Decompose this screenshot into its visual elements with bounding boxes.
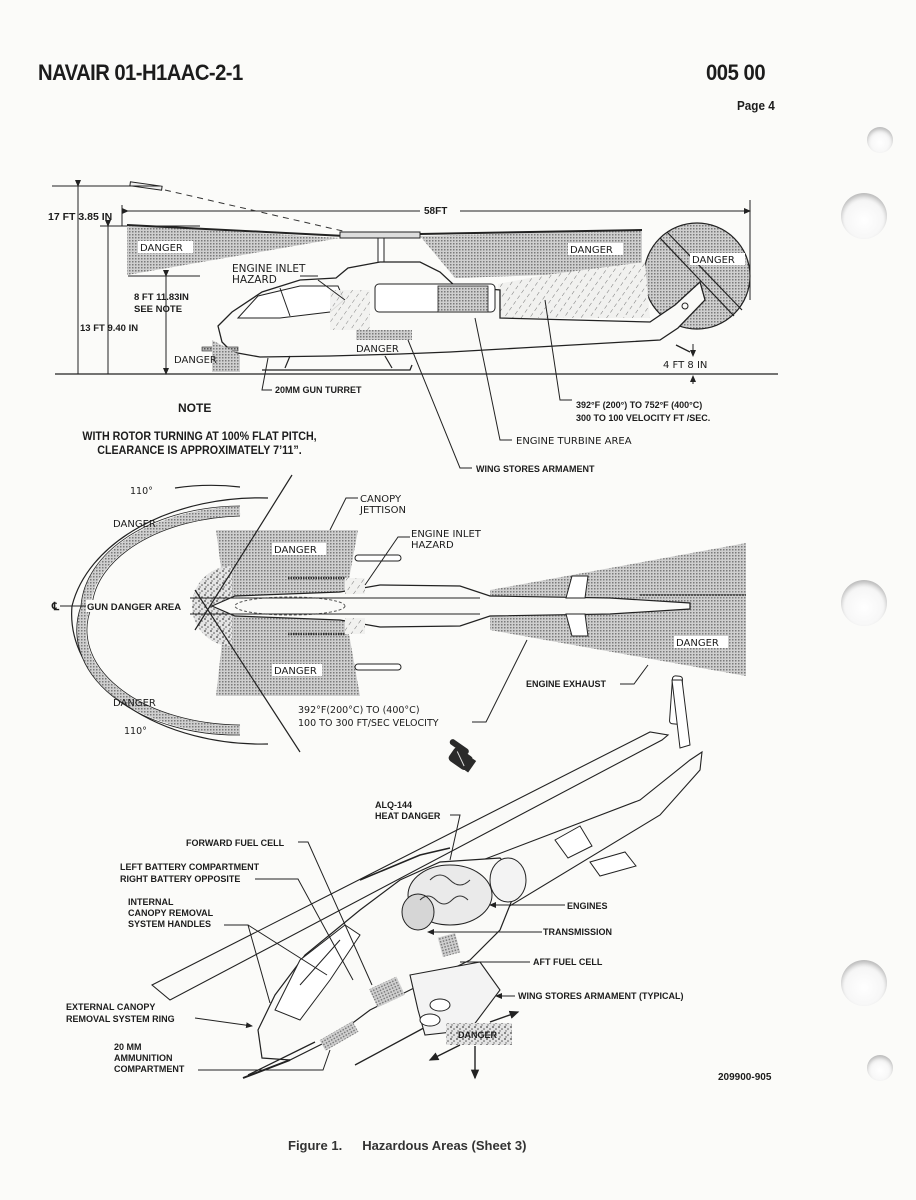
aft-fuel-cell-label: AFT FUEL CELL [533,957,603,967]
punch-hole-small-top [867,127,893,153]
side-view [52,180,778,469]
danger-label-rotor-rear: DANGER [570,245,613,256]
danger-label-canopy-top: DANGER [274,545,317,556]
engine-inlet-hazard-label-2: HAZARD [232,274,277,286]
figure-title: Hazardous Areas (Sheet 3) [362,1138,527,1153]
top-exhaust-velocity-label: 100 TO 300 FT/SEC VELOCITY [298,718,439,729]
punch-hole-middle [841,580,887,626]
danger-label-rotor-front: DANGER [140,243,183,254]
ammo-label-2: AMMUNITION [114,1053,173,1063]
danger-label-tail-rotor: DANGER [692,255,735,266]
centerline-symbol: ℄ [51,601,60,613]
wing-stores-danger-zone [446,1023,512,1045]
rotor-height-label: 13 FT 9.40 IN [80,323,138,334]
alq-label-2: HEAT DANGER [375,811,441,821]
top-engine-inlet-label-1: ENGINE INLET [411,529,482,540]
drawing-number: 209900-905 [718,1072,772,1083]
wing-stores-typical-label: WING STORES ARMAMENT (TYPICAL) [518,991,684,1001]
danger-label-wing-stores: DANGER [356,344,399,355]
danger-label-arc-bottom: DANGER [113,698,156,709]
angle-bottom-label: 110° [124,726,147,737]
exhaust-velocity-label: 300 TO 100 VELOCITY FT /SEC. [576,413,710,423]
rotor-tip-height-label: 17 FT 3.85 IN [48,211,112,223]
punch-hole-bottom [841,960,887,1006]
danger-label-gun: DANGER [174,355,217,366]
engine-inlet-hazard-label-1: ENGINE INLET [232,263,306,275]
gun-danger-zone-side [212,340,240,372]
ammo-label-1: 20 MM [114,1042,142,1052]
exhaust-temp-label: 392°F (200°) TO 752°F (400°C) [576,400,702,410]
overall-length-label: 58FT [424,206,447,217]
angle-top-label: 110° [130,486,153,497]
top-exhaust-temp-label: 392°F(200°C) TO (400°C) [298,705,420,716]
transmission-label: TRANSMISSION [543,927,612,937]
danger-label-arc-top: DANGER [113,519,156,530]
note-body: WITH ROTOR TURNING AT 100% FLAT PITCH, C… [82,431,317,457]
figure-number: Figure 1. [288,1138,343,1153]
figure-caption: Figure 1. Hazardous Areas (Sheet 3) [288,1138,526,1153]
rotor-clearance-label: 8 FT 11.83IN [134,292,189,303]
punch-hole-small-bottom [867,1055,893,1081]
see-note-label: SEE NOTE [134,304,182,315]
tail-rotor-clearance-label: 4 FT 8 IN [663,360,707,371]
wing-stores-armament-label: WING STORES ARMAMENT [476,464,595,474]
danger-label-canopy-bottom: DANGER [274,666,317,677]
rotor-danger-zone-front [127,225,340,275]
canopy-jettison-label-2: JETTISON [359,505,406,516]
forward-fuel-cell-label: FORWARD FUEL CELL [186,838,285,848]
external-canopy-label-2: REMOVAL SYSTEM RING [66,1014,175,1024]
pointing-hand-icon [448,739,477,773]
internal-canopy-label-3: SYSTEM HANDLES [128,919,211,929]
rotor-danger-zone-rear [420,230,642,278]
note-title: NOTE [178,401,212,415]
engines-label: ENGINES [567,901,608,911]
punch-hole-top [841,193,887,239]
battery-label-2: RIGHT BATTERY OPPOSITE [120,874,240,884]
gun-danger-area-label: GUN DANGER AREA [87,602,181,613]
engine-cluster [401,857,527,931]
isometric-view [151,679,703,1080]
ammo-label-3: COMPARTMENT [114,1064,185,1074]
page-number: Page 4 [737,98,775,113]
document-number: NAVAIR 01-H1AAC-2-1 [38,60,243,85]
danger-label-wing-stores-iso: DANGER [458,1030,498,1040]
work-package-number: 005 00 [706,60,766,85]
internal-canopy-label-1: INTERNAL [128,897,174,907]
engine-exhaust-label: ENGINE EXHAUST [526,679,607,689]
internal-canopy-label-2: CANOPY REMOVAL [128,908,214,918]
external-canopy-label-1: EXTERNAL CANOPY [66,1002,155,1012]
battery-label-1: LEFT BATTERY COMPARTMENT [120,862,260,872]
top-engine-inlet-label-2: HAZARD [411,540,454,551]
canopy-jettison-label-1: CANOPY [360,494,402,505]
tail-rotor-danger-disk [643,222,751,330]
alq-label-1: ALQ-144 [375,800,412,810]
engine-exhaust-zone [498,262,650,318]
gun-turret-label: 20MM GUN TURRET [275,385,362,395]
engine-turbine-area-label: ENGINE TURBINE AREA [516,436,632,447]
danger-label-exhaust: DANGER [676,638,719,649]
